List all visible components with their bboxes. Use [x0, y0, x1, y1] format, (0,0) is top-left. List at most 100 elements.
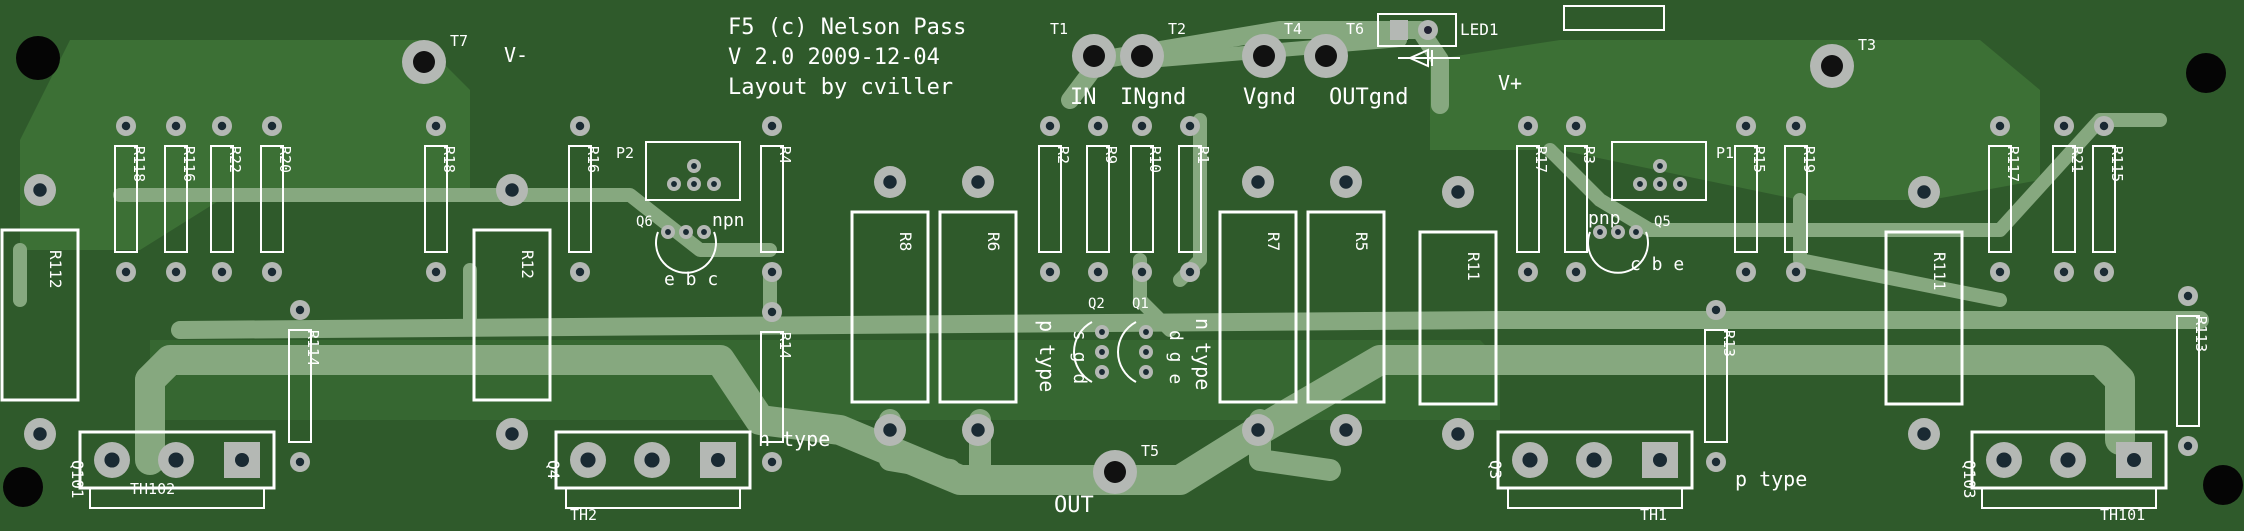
transistor-q3: Q3: [1486, 430, 1694, 509]
drill-hole: [217, 121, 227, 131]
power-resistor-r5: R5: [1306, 166, 1386, 446]
resistor-designator: R114: [304, 330, 322, 366]
resistor-body: [164, 145, 188, 253]
resistor-body: [1418, 230, 1498, 406]
resistor-r10: R10: [1130, 116, 1164, 282]
drill-hole: [1083, 45, 1105, 67]
drill-hole: [295, 457, 305, 467]
transistor-q103: Q103: [1960, 430, 2168, 509]
drill-hole: [665, 229, 671, 235]
thermistor-designator: TH2: [570, 506, 597, 524]
drill-hole: [1251, 423, 1265, 437]
drill-hole: [1597, 229, 1603, 235]
drill-hole: [2127, 453, 2141, 467]
thermistor-outline: [89, 487, 265, 509]
drill-hole: [1253, 45, 1275, 67]
terminal-designator: T5: [1141, 442, 1159, 460]
resistor-r113: R113: [2176, 286, 2210, 456]
terminal-designator: T4: [1284, 20, 1302, 38]
terminal-designator: T7: [450, 32, 468, 50]
pot-designator: P1: [1716, 144, 1734, 162]
power-resistor-r7: R7: [1218, 166, 1298, 446]
dge-label: d g e: [1165, 330, 1186, 384]
resistor-body: [1734, 145, 1758, 253]
drill-hole: [767, 457, 777, 467]
resistor-designator: R16: [584, 146, 602, 173]
resistor-r117: R117: [1988, 116, 2022, 282]
pnp-label: pnp: [1588, 208, 1621, 229]
drill-hole: [767, 307, 777, 317]
drill-hole: [1523, 121, 1533, 131]
drill-hole: [171, 267, 181, 277]
resistor-r13: R13: [1704, 300, 1738, 472]
drill-hole: [1143, 329, 1149, 335]
drill-hole: [2060, 452, 2076, 468]
drill-hole: [171, 121, 181, 131]
drill-hole: [1339, 423, 1353, 437]
net-labels: V- V+ OUT IN INgnd Vgnd OUTgnd npn pnp e…: [504, 20, 1807, 518]
in-label: IN: [1070, 85, 1097, 110]
resistor-body: [1218, 210, 1298, 404]
resistor-body: [1784, 145, 1808, 253]
resistor-body: [1086, 145, 1110, 253]
resistor-designator: R3: [1580, 146, 1598, 164]
resistor-designator: R116: [180, 146, 198, 182]
drill-hole: [1131, 45, 1153, 67]
resistor-designator: R14: [776, 332, 794, 359]
drill-hole: [104, 452, 120, 468]
resistor-body: [938, 210, 1018, 404]
title-line-3: Layout by cviller: [728, 75, 953, 100]
drill-hole: [413, 51, 435, 73]
drill-hole: [1093, 121, 1103, 131]
resistor-body: [260, 145, 284, 253]
drill-hole: [1741, 121, 1751, 131]
drill-hole: [295, 305, 305, 315]
resistor-body: [568, 145, 592, 253]
drill-hole: [2099, 267, 2109, 277]
drill-hole: [1251, 175, 1265, 189]
resistor-designator: R6: [984, 232, 1003, 251]
drill-hole: [1099, 369, 1105, 375]
resistor-designator: R15: [1750, 146, 1768, 173]
drill-hole: [431, 121, 441, 131]
drill-hole: [1451, 427, 1465, 441]
pot-outline: [645, 141, 741, 201]
resistor-designator: R113: [2192, 316, 2210, 352]
resistor-r19: R19: [1784, 116, 1818, 282]
resistor-designator: R20: [276, 146, 294, 173]
drill-hole: [1995, 267, 2005, 277]
transistor-designator: Q6: [636, 214, 653, 230]
resistor-designator: R9: [1102, 146, 1120, 164]
drill-hole: [235, 453, 249, 467]
terminal-t1: T1: [1050, 20, 1116, 78]
r35-footprint: [1563, 5, 1665, 31]
drill-hole: [767, 121, 777, 131]
transistor-q101: Q101: [68, 430, 276, 509]
mounting-hole: [16, 36, 60, 80]
drill-hole: [971, 423, 985, 437]
to92-outline: [655, 231, 717, 274]
transistor-q4: Q4: [544, 430, 752, 509]
resistor-designator: R111: [1930, 252, 1949, 291]
drill-hole: [1093, 267, 1103, 277]
drill-hole: [1657, 181, 1663, 187]
resistor-body: [1884, 230, 1964, 406]
drill-hole: [2059, 121, 2069, 131]
sgd-label: s g d: [1069, 330, 1090, 384]
power-resistor-r6: R6: [938, 166, 1018, 446]
drill-hole: [691, 181, 697, 187]
resistor-body: [2092, 145, 2116, 253]
resistor-designator: R11: [1464, 252, 1483, 281]
n-type-label-q1: n type: [1191, 318, 1215, 390]
resistor-designator: R4: [776, 146, 794, 164]
transistor-designator: Q101: [68, 460, 87, 499]
resistor-r9: R9: [1086, 116, 1120, 282]
mounting-hole: [2186, 53, 2226, 93]
drill-hole: [1571, 267, 1581, 277]
terminal-designator: T3: [1858, 36, 1876, 54]
drill-hole: [1339, 175, 1353, 189]
